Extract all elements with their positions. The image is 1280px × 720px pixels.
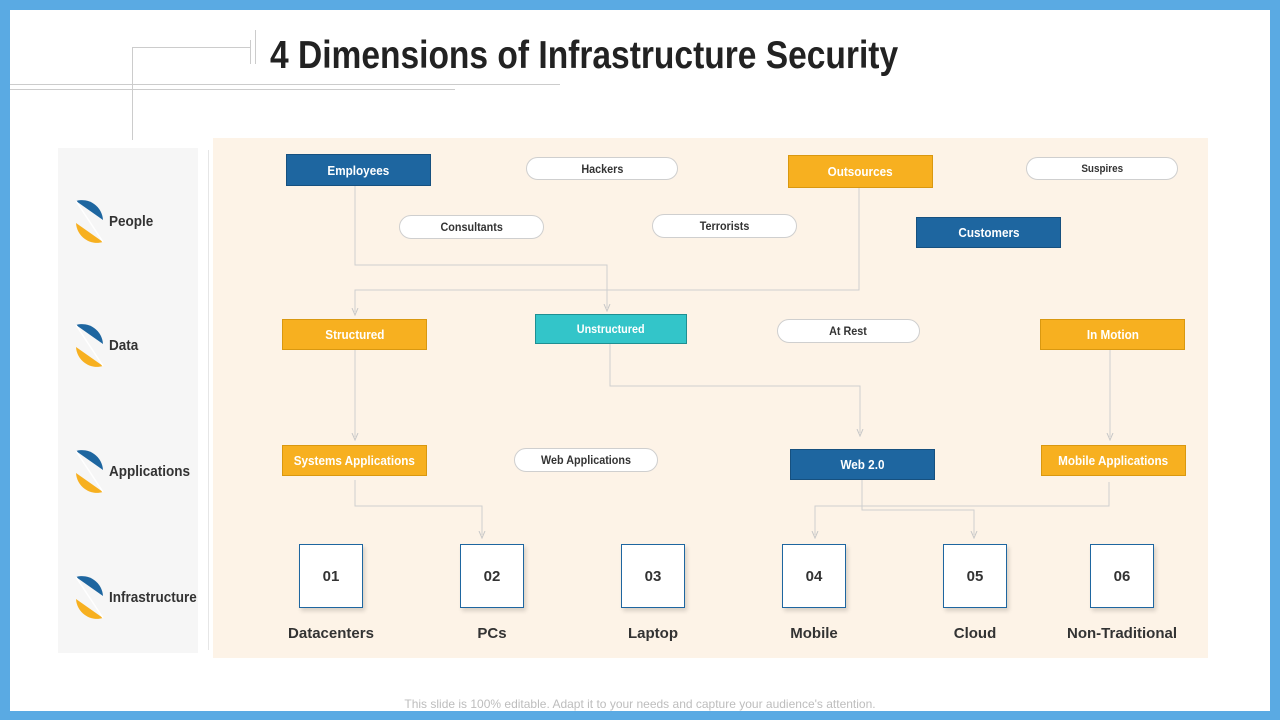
in-motion-box: In Motion [1040, 319, 1185, 350]
decor-line-horizontal-3 [132, 47, 250, 48]
connector-outsources-structured [355, 188, 860, 312]
decor-line-vertical-1 [132, 47, 133, 140]
terrorists-pill: Terrorists [652, 214, 797, 238]
decor-line-horizontal-1 [0, 84, 560, 85]
infra-label-pcs: PCs [477, 625, 507, 642]
page-title: 4 Dimensions of Infrastructure Security [270, 34, 899, 77]
connector-mobileapps-mobile [815, 482, 1110, 535]
web20-box: Web 2.0 [790, 449, 935, 480]
customers-box: Customers [916, 217, 1061, 248]
infra-number-02: 02 [460, 544, 524, 608]
row-label-text: Infrastructure [109, 589, 197, 606]
half-circle-split-icon [75, 450, 104, 493]
half-circle-split-icon [75, 324, 104, 367]
infra-label-datacenters: Datacenters [288, 625, 374, 642]
systems-applications-box: Systems Applications [282, 445, 427, 476]
infra-number-01: 01 [299, 544, 363, 608]
infra-label-cloud: Cloud [953, 625, 997, 642]
infra-label-laptop: Laptop [628, 625, 678, 642]
hackers-pill: Hackers [526, 157, 678, 180]
employees-box: Employees [286, 154, 431, 186]
half-circle-split-icon [75, 200, 104, 243]
structured-box: Structured [282, 319, 427, 350]
divider [208, 150, 209, 650]
infra-number-05: 05 [943, 544, 1007, 608]
footer-note: This slide is 100% editable. Adapt it to… [404, 697, 876, 711]
infra-number-04: 04 [782, 544, 846, 608]
connector-employees-unstructured [354, 186, 607, 308]
outsources-box: Outsources [788, 155, 933, 188]
decor-line-vertical-3 [255, 30, 256, 64]
row-label-text: People [109, 213, 154, 230]
decor-line-vertical-2 [250, 40, 251, 64]
row-label-text: Data [109, 337, 139, 354]
suspires-pill: Suspires [1026, 157, 1178, 180]
infra-label-mobile: Mobile [790, 625, 838, 642]
infra-number-03: 03 [621, 544, 685, 608]
connector-web20-cloud [861, 480, 974, 535]
consultants-pill: Consultants [399, 215, 544, 239]
connector-systems-pcs [354, 480, 482, 535]
infra-number-06: 06 [1090, 544, 1154, 608]
connector-unstructured-web20 [609, 344, 860, 433]
at-rest-pill: At Rest [777, 319, 920, 343]
row-label-text: Applications [109, 463, 191, 480]
infra-label-non-traditional: Non-Traditional [1067, 625, 1177, 642]
unstructured-box: Unstructured [535, 314, 687, 344]
half-circle-split-icon [75, 576, 104, 619]
decor-line-horizontal-2 [0, 89, 455, 90]
web-applications-pill: Web Applications [514, 448, 658, 472]
mobile-applications-box: Mobile Applications [1041, 445, 1186, 476]
